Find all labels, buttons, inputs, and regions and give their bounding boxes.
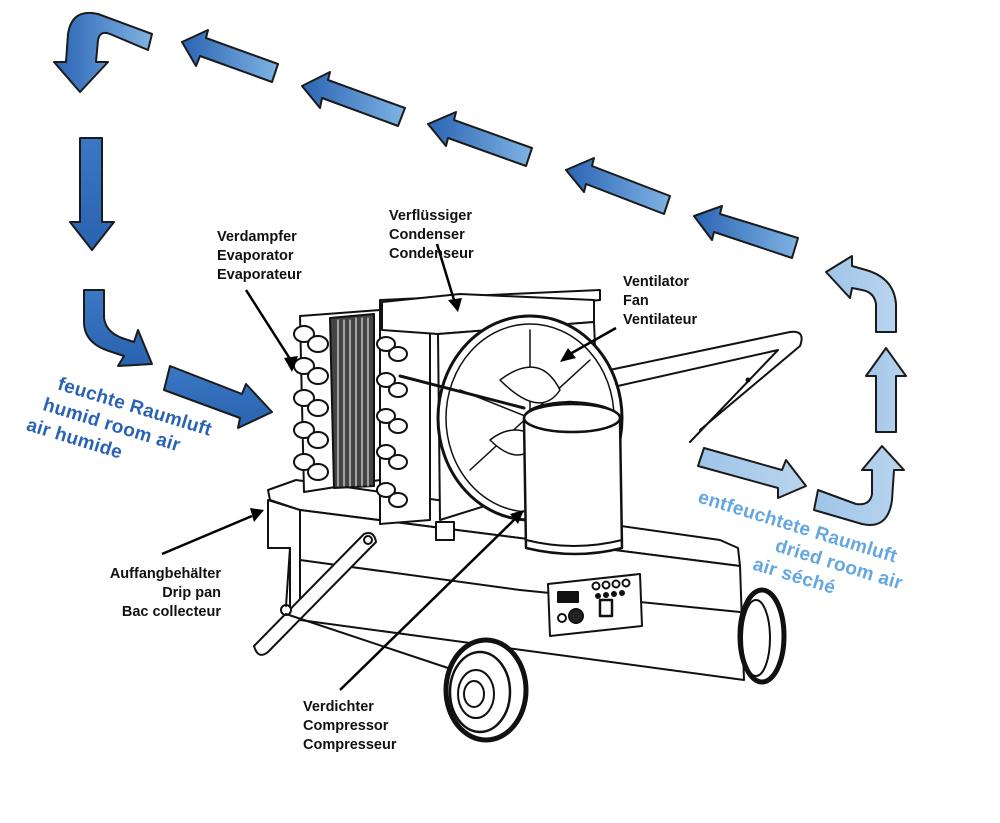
arrow-left-down xyxy=(69,137,115,251)
leader-arrowhead-drippan xyxy=(250,508,264,522)
display xyxy=(557,591,579,603)
power-switch xyxy=(598,598,614,618)
compressor xyxy=(435,400,624,556)
arrow-bend-right-top xyxy=(825,255,897,333)
label-drip-pan-de: Auffangbehälter xyxy=(109,566,221,582)
label-drip-pan: Auffangbehälter Drip pan Bac collecteur xyxy=(88,565,221,622)
label-drip-pan-en: Drip pan xyxy=(162,585,221,601)
arrow-top-5 xyxy=(693,205,799,259)
label-drip-pan-fr: Bac collecteur xyxy=(121,604,221,620)
label-condenser-en: Condenser xyxy=(389,227,465,243)
leader-arrowhead-fan xyxy=(560,348,576,362)
arrow-bend-top-left xyxy=(53,12,153,93)
label-condenser-de: Verflüssiger xyxy=(389,208,473,224)
evaporator-coil xyxy=(293,309,381,493)
wheel-right xyxy=(737,587,787,685)
handle-frame xyxy=(599,330,803,443)
label-compressor-en: Compressor xyxy=(303,718,389,734)
label-condenser-fr: Condenseur xyxy=(389,246,474,262)
label-compressor-fr: Compresseur xyxy=(303,737,397,753)
arrow-bend-right xyxy=(813,445,905,526)
knob xyxy=(568,608,584,624)
label-evaporator: Verdampfer Evaporator Evaporateur xyxy=(217,228,302,285)
arrow-into-evaporator xyxy=(163,365,273,429)
arrow-top-1 xyxy=(181,29,279,83)
leader-arrowhead-condenser xyxy=(448,298,462,312)
label-compressor: Verdichter Compressor Compresseur xyxy=(303,698,396,755)
dehumidifier-machine xyxy=(253,289,803,743)
arrow-out-right xyxy=(697,447,807,499)
tow-bar xyxy=(253,532,377,656)
leader-arrowhead-compressor xyxy=(510,510,524,524)
arrow-top-3 xyxy=(427,111,533,167)
label-fan: Ventilator Fan Ventilateur xyxy=(623,273,697,330)
arrow-right-up xyxy=(865,347,907,433)
label-fan-fr: Ventilateur xyxy=(623,312,698,328)
arrow-bend-left xyxy=(83,289,153,367)
label-evaporator-en: Evaporator xyxy=(217,248,294,264)
label-condenser: Verflüssiger Condenser Condenseur xyxy=(389,207,474,264)
leader-lines xyxy=(161,243,617,691)
label-evaporator-de: Verdampfer xyxy=(217,229,297,245)
label-fan-de: Ventilator xyxy=(623,274,690,290)
chassis-side xyxy=(267,499,301,621)
label-evaporator-fr: Evaporateur xyxy=(217,267,302,283)
airflow-arrows xyxy=(53,12,907,526)
arrow-top-4 xyxy=(565,157,671,215)
arrow-top-2 xyxy=(301,71,406,127)
leader-arrowhead-evaporator xyxy=(284,356,298,372)
wheel-left xyxy=(443,637,529,743)
label-compressor-de: Verdichter xyxy=(303,699,374,715)
label-fan-en: Fan xyxy=(623,293,649,309)
